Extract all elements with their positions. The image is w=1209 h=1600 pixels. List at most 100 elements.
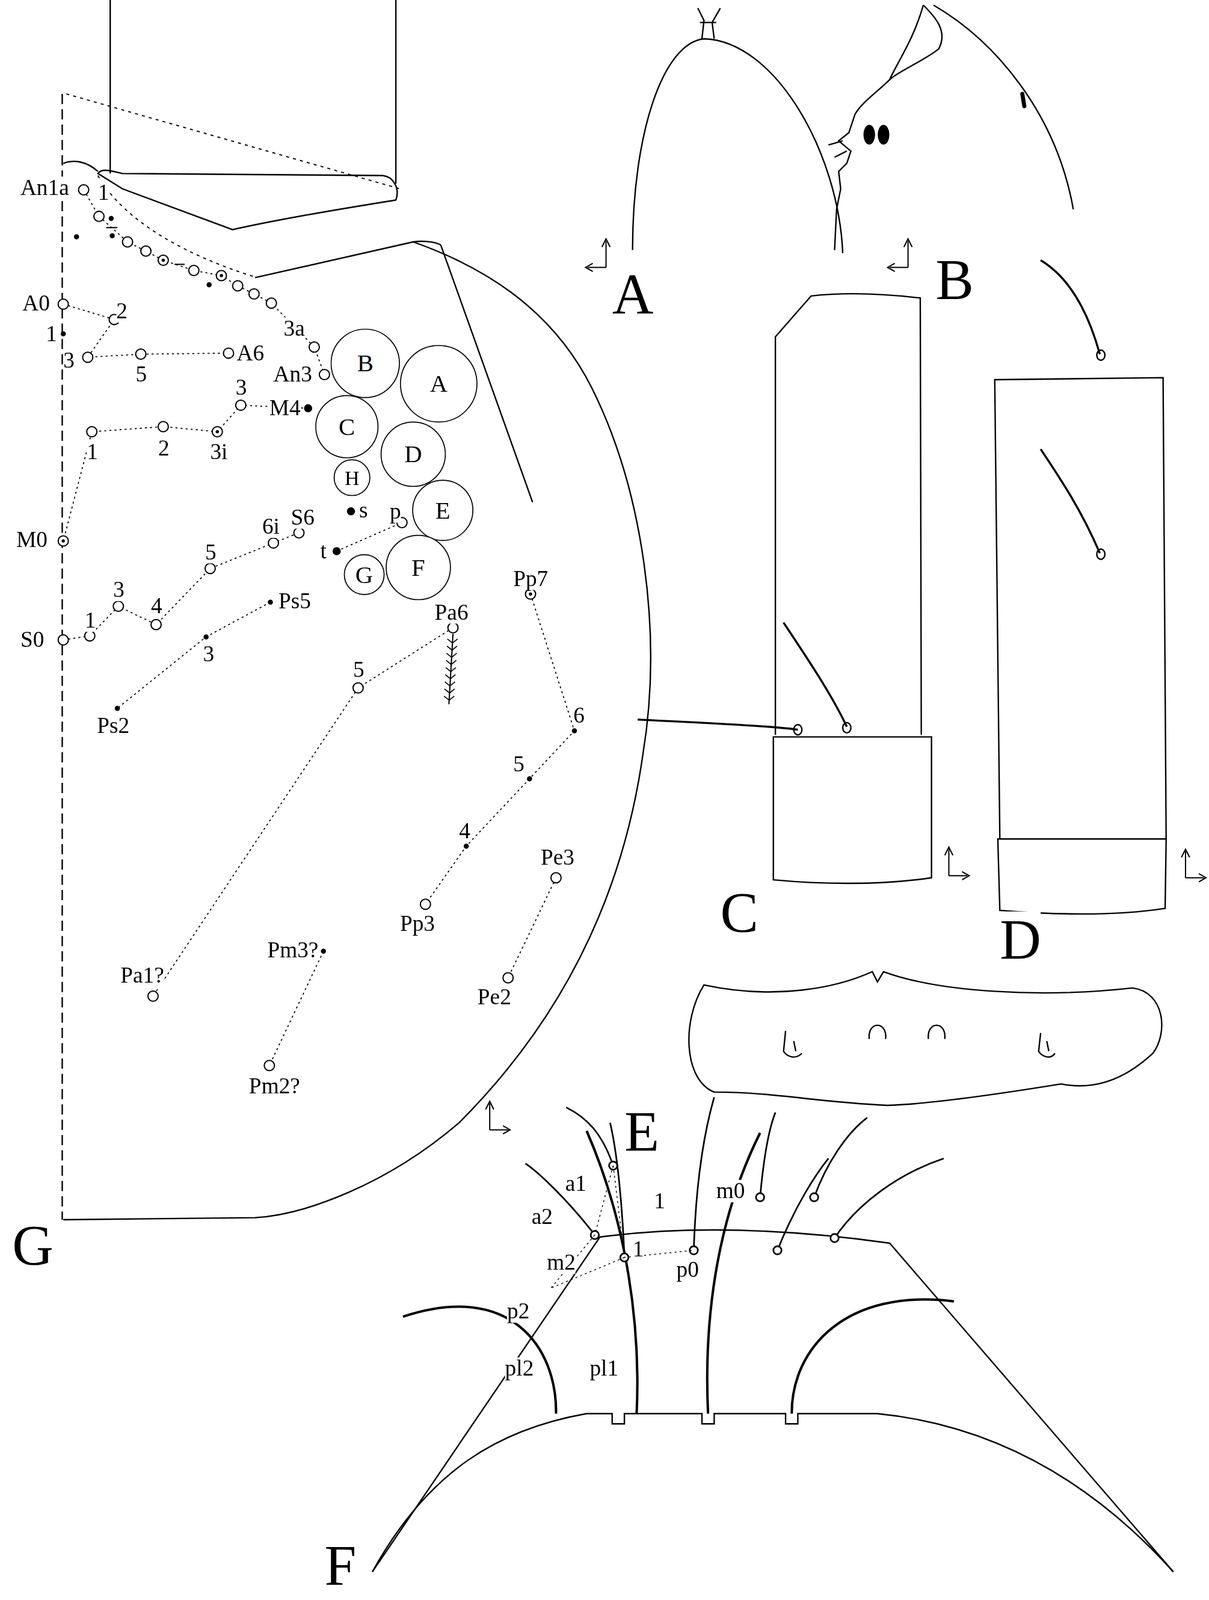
seta-label: s [359, 498, 369, 521]
cilium [451, 659, 456, 665]
bar-mark [105, 226, 118, 228]
seta-socket [525, 588, 536, 600]
seta-socket [264, 1059, 275, 1071]
seta-socket [773, 1245, 782, 1255]
seta-socket [268, 537, 279, 548]
cilium [452, 646, 458, 651]
cilium [445, 674, 450, 679]
panel-letter: B [935, 250, 974, 308]
seta-socket [223, 347, 234, 358]
seta-label: Pe2 [477, 985, 512, 1009]
cilium [446, 646, 452, 651]
axis-arrow [602, 238, 611, 248]
seta [760, 1112, 776, 1197]
dotted-line [269, 950, 324, 1066]
lens-letter: C [338, 414, 355, 440]
dotted-line [63, 303, 229, 357]
axis-arrow [587, 266, 607, 268]
lens-letter: E [435, 498, 451, 523]
seta-label: Ps2 [96, 713, 130, 737]
seta-socket [188, 265, 200, 276]
seta-socket [147, 990, 159, 1001]
dotted-line [425, 593, 575, 905]
seta-label: M4 [269, 396, 301, 420]
antennal-base [255, 241, 441, 278]
microchaeta [219, 273, 223, 277]
cilium [449, 681, 455, 686]
seta-socket [502, 972, 514, 983]
dotted-line [63, 404, 308, 541]
seta-socket [150, 619, 162, 630]
eye-lens: B [330, 328, 400, 398]
sensillum [864, 125, 875, 145]
antenna-edge [395, 0, 397, 184]
seta-label: 5 [513, 753, 525, 776]
seta-label: a1 [565, 1172, 587, 1195]
panel-e-mark [783, 1030, 803, 1057]
seta-label: m0 [716, 1179, 746, 1202]
seta-label: Pm3? [267, 938, 319, 962]
seta-label: An1a [20, 176, 70, 199]
seta-socket [1096, 350, 1105, 361]
seta-label: p0 [676, 1257, 699, 1280]
seta-label: An3 [273, 363, 313, 386]
seta [566, 1106, 613, 1166]
seta-socket [78, 184, 90, 195]
seta-label: 5 [135, 363, 148, 386]
seta [791, 1299, 954, 1414]
seta-label: t [320, 539, 327, 562]
seta-label: 3i [209, 440, 228, 464]
seta-label: S6 [290, 505, 314, 529]
seta-socket [420, 898, 431, 909]
head-outline [63, 161, 99, 172]
microchaeta [203, 633, 209, 639]
cilium [446, 653, 452, 658]
axis-arrow [948, 874, 968, 876]
axis-arrow [485, 1100, 494, 1110]
microchaeta [303, 404, 313, 413]
seta-socket [113, 600, 124, 612]
eye-lens: E [412, 479, 474, 541]
microchaeta [61, 538, 65, 542]
axis-arrow [489, 1129, 509, 1131]
seta-socket [249, 288, 260, 299]
seta-socket [756, 1192, 765, 1202]
seta [693, 1096, 714, 1250]
seta [1040, 448, 1100, 553]
sensillum [1022, 93, 1025, 106]
seta-label: 1 [98, 181, 110, 204]
dotted-line [152, 627, 453, 996]
microchaeta [60, 330, 66, 336]
panel-letter: E [624, 1103, 660, 1161]
eye-lens: D [380, 421, 447, 488]
seta [586, 1130, 637, 1413]
lens-letter: H [344, 467, 360, 488]
seta-label: 5 [353, 658, 365, 681]
seta-label: pl2 [505, 1356, 535, 1380]
cilium [445, 667, 451, 672]
seta-label: 4 [458, 819, 471, 842]
cilium [451, 653, 457, 658]
cilium [450, 667, 456, 672]
dotted-line [508, 877, 557, 978]
microchaeta [109, 233, 115, 239]
seta-socket [235, 399, 247, 411]
bar-mark [174, 263, 185, 265]
microchaeta [206, 282, 212, 287]
seta [777, 1157, 829, 1250]
axis-arrow [1184, 851, 1187, 878]
eye-lens: C [315, 394, 379, 458]
lens-letter: G [355, 562, 373, 588]
seta-socket [135, 348, 147, 360]
microchaeta [73, 233, 79, 239]
seta-socket [319, 369, 330, 380]
dotted-line [83, 189, 325, 375]
panel-letter: D [999, 911, 1042, 969]
panel-e-outline [688, 971, 1162, 1105]
seta-socket [122, 236, 133, 248]
microchaeta [347, 507, 356, 516]
panel-letter: G [12, 1216, 54, 1274]
seta [834, 1157, 944, 1238]
lens-letter: D [404, 441, 422, 467]
antennal-segment [98, 170, 397, 230]
